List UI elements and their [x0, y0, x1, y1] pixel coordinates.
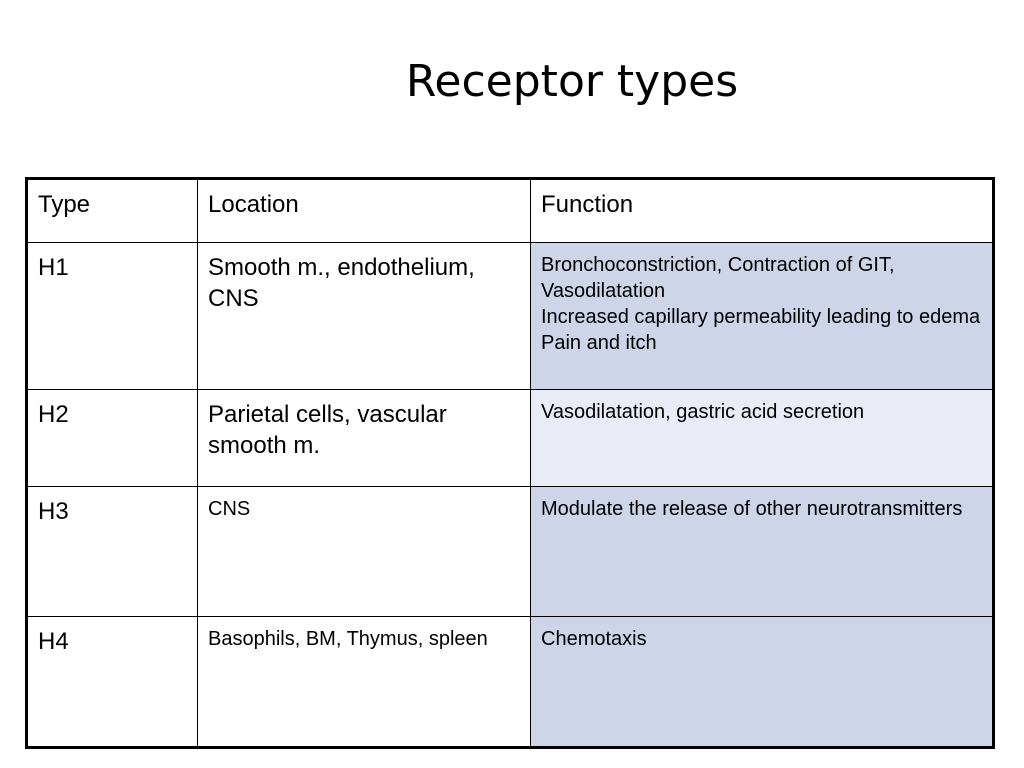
page-title: Receptor types: [405, 56, 739, 107]
header-function: Function: [530, 178, 994, 243]
table-row: H4 Basophils, BM, Thymus, spleen Chemota…: [26, 616, 994, 748]
function-line: Vasodilatation, gastric acid secretion: [541, 401, 865, 423]
function-line: Bronchoconstriction, Contraction of GIT,…: [541, 254, 895, 302]
cell-function: Vasodilatation, gastric acid secretion: [530, 389, 994, 487]
cell-type: H1: [26, 242, 198, 390]
header-type: Type: [26, 178, 198, 243]
cell-location: CNS: [197, 486, 531, 617]
cell-location: Basophils, BM, Thymus, spleen: [197, 616, 531, 748]
cell-location: Parietal cells, vascular smooth m.: [197, 389, 531, 487]
header-location: Location: [197, 178, 531, 243]
table-row: H3 CNS Modulate the release of other neu…: [26, 486, 994, 617]
table-row: H2 Parietal cells, vascular smooth m. Va…: [26, 389, 994, 487]
cell-type: H4: [26, 616, 198, 748]
cell-type: H3: [26, 486, 198, 617]
cell-function: Modulate the release of other neurotrans…: [530, 486, 994, 617]
cell-location: Smooth m., endothelium, CNS: [197, 242, 531, 390]
table-row: H1 Smooth m., endothelium, CNS Bronchoco…: [26, 242, 994, 390]
function-line: Modulate the release of other neurotrans…: [541, 498, 963, 520]
function-line: Chemotaxis: [541, 628, 647, 650]
receptor-types-table: Type Location Function H1 Smooth m., end…: [25, 177, 995, 749]
cell-function: Bronchoconstriction, Contraction of GIT,…: [530, 242, 994, 390]
table-header-row: Type Location Function: [26, 178, 994, 243]
function-line: Pain and itch: [541, 332, 657, 354]
cell-type: H2: [26, 389, 198, 487]
function-line: Increased capillary permeability leading…: [541, 306, 981, 328]
cell-function: Chemotaxis: [530, 616, 994, 748]
